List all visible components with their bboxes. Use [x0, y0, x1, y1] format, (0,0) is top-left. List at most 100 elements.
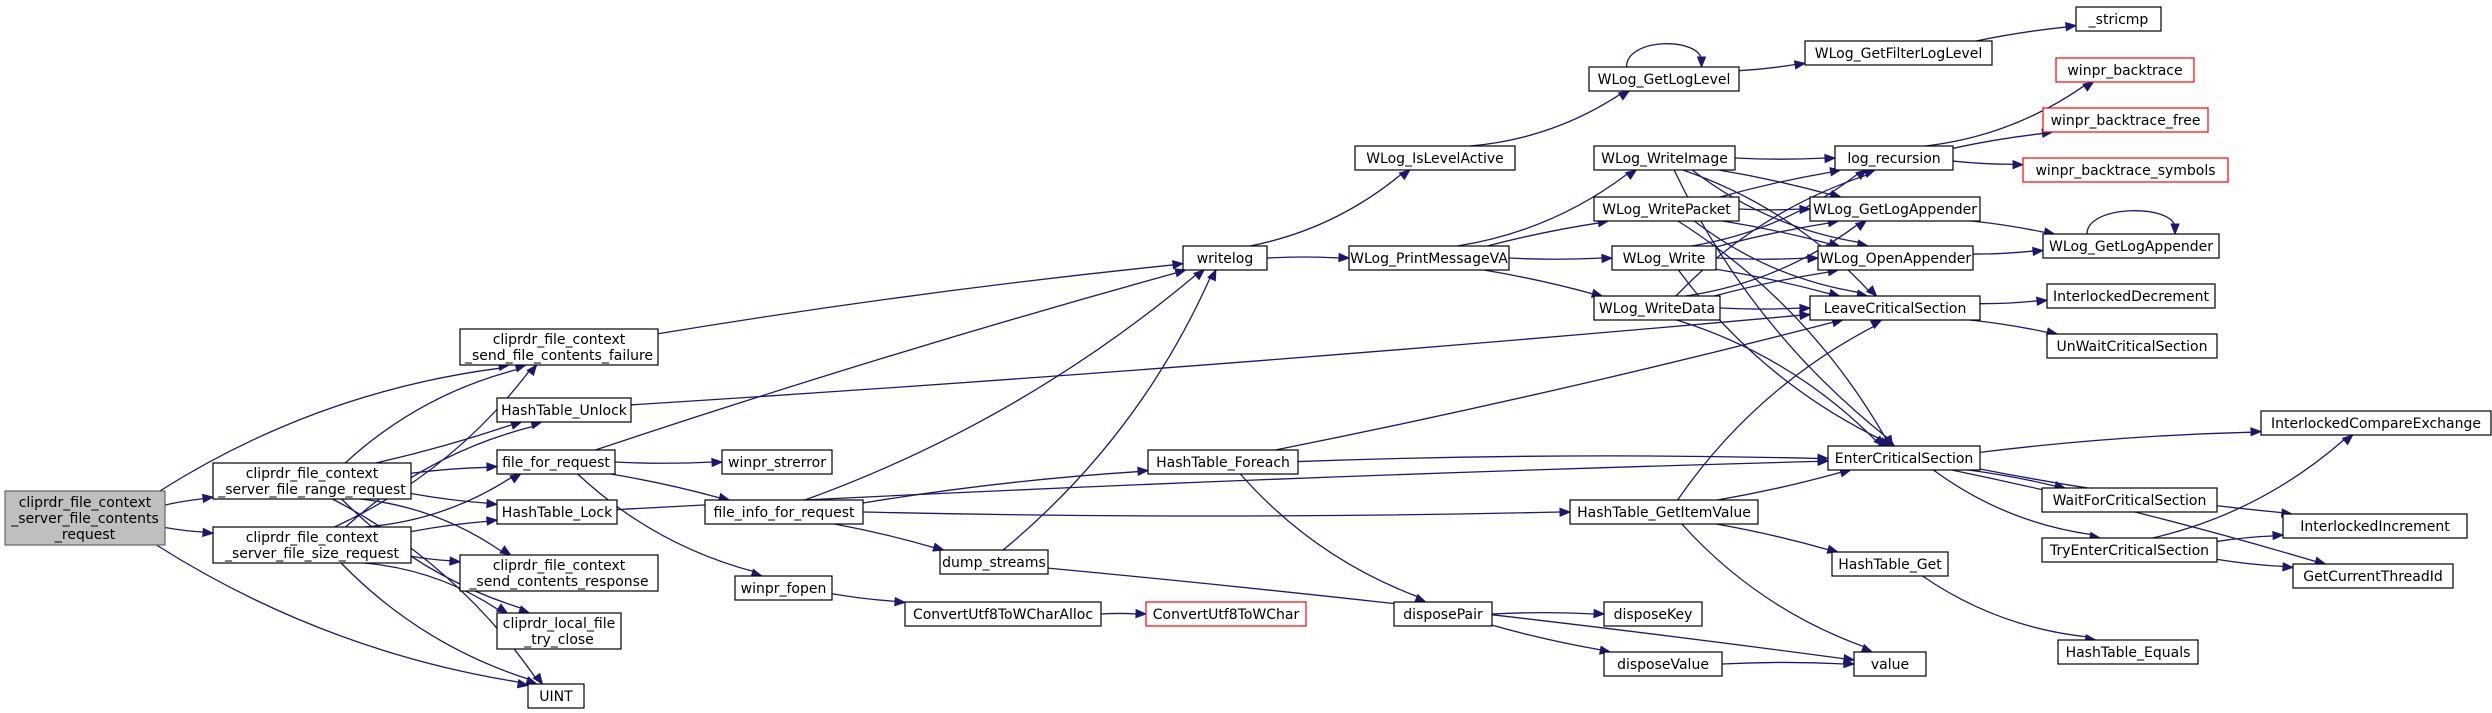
node-value[interactable]: value: [1853, 651, 1927, 677]
edge-wlog_write-to-log_recursion: [1691, 169, 1868, 247]
node-stricmp[interactable]: _stricmp: [2075, 6, 2162, 32]
node-label: _server_file_contents: [10, 511, 159, 527]
node-file-for-request[interactable]: file_for_request: [496, 449, 616, 475]
node-leave-cs[interactable]: LeaveCriticalSection: [1809, 295, 1981, 321]
node-wlog-isactive[interactable]: WLog_IsLevelActive: [1354, 145, 1516, 171]
node-label: WLog_OpenAppender: [1820, 251, 1972, 267]
node-get-thread-id[interactable]: GetCurrentThreadId: [2292, 563, 2454, 589]
edge-line: [1508, 257, 1604, 260]
node-label: HashTable_Unlock: [501, 403, 628, 419]
node-root[interactable]: cliprdr_file_context_server_file_content…: [4, 490, 166, 546]
node-interlocked-inc[interactable]: InterlockedIncrement: [2282, 513, 2468, 539]
edge-arrowhead: [1799, 310, 1812, 321]
node-bt[interactable]: winpr_backtrace: [2055, 57, 2195, 83]
edge-line: [1922, 575, 2088, 638]
node-dispose-pair[interactable]: disposePair: [1393, 601, 1493, 627]
node-wlog-writeimage[interactable]: WLog_WriteImage: [1593, 145, 1736, 171]
node-send-failure[interactable]: cliprdr_file_context_send_file_contents_…: [459, 328, 659, 366]
node-dispose-key[interactable]: disposeKey: [1603, 601, 1703, 627]
node-file-info-for-request[interactable]: file_info_for_request: [704, 499, 864, 525]
node-writelog[interactable]: writelog: [1182, 245, 1268, 271]
edge-leave_cs-to-interlocked_dec: [1979, 296, 2049, 306]
edge-line: [159, 367, 501, 492]
node-label: cliprdr_local_file: [503, 616, 615, 632]
edge-line: [630, 314, 1802, 406]
node-label: WLog_GetLogAppender: [1813, 202, 1977, 218]
node-local-try-close[interactable]: cliprdr_local_file_try_close: [496, 612, 622, 650]
edge-line: [1691, 173, 1859, 247]
node-uint[interactable]: UINT: [527, 683, 585, 709]
node-wlog-write[interactable]: WLog_Write: [1611, 245, 1717, 271]
node-wlog-printva[interactable]: WLog_PrintMessageVA: [1348, 245, 1510, 271]
node-enter-cs[interactable]: EnterCriticalSection: [1827, 445, 1981, 471]
node-box: [2041, 537, 2218, 563]
node-ht-getitem[interactable]: HashTable_GetItemValue: [1569, 499, 1759, 525]
node-bt-symbols[interactable]: winpr_backtrace_symbols: [2022, 157, 2229, 183]
node-unwait-cs[interactable]: UnWaitCriticalSection: [2046, 333, 2218, 359]
edge-wlog_writedata-to-leave_cs: [1719, 303, 1812, 314]
edge-arrowhead: [486, 498, 499, 509]
edge-file_info_for_request-to-ht_getitem: [862, 507, 1572, 517]
node-label: cliprdr_file_context: [246, 466, 379, 482]
node-wait-cs[interactable]: WaitForCriticalSection: [2041, 487, 2218, 513]
edge-line: [1719, 171, 1832, 198]
node-wlog-getlevel[interactable]: WLog_GetLogLevel: [1588, 66, 1740, 92]
edge-ht_getitem-to-leave_cs: [1677, 319, 1883, 501]
node-wlog-getfilter[interactable]: WLog_GetFilterLogLevel: [1804, 40, 1993, 66]
edge-line: [1491, 624, 1602, 651]
node-box: [212, 462, 412, 500]
node-cu8alloc[interactable]: ConvertUtf8ToWCharAlloc: [904, 601, 1102, 627]
node-wlog-openappender[interactable]: WLog_OpenAppender: [1817, 245, 1974, 271]
node-box: [1834, 145, 1954, 171]
node-wlog-getlogappender1[interactable]: WLog_GetLogAppender: [1809, 196, 1981, 222]
node-ht-equals[interactable]: HashTable_Equals: [2057, 639, 2199, 665]
edge-ht_unlock-to-leave_cs: [630, 310, 1812, 406]
node-box: [1593, 196, 1740, 222]
edge-wlog_writeimage-to-log_recursion: [1734, 153, 1837, 164]
node-winpr-strerror[interactable]: winpr_strerror: [721, 449, 833, 475]
node-label: value: [1871, 657, 1909, 673]
node-box: [1804, 40, 1993, 66]
edge-line: [610, 473, 721, 499]
node-winpr-fopen[interactable]: winpr_fopen: [734, 575, 833, 601]
node-wlog-getlogappender2[interactable]: WLog_GetLogAppender: [2042, 233, 2220, 259]
node-bt-free[interactable]: winpr_backtrace_free: [2042, 107, 2209, 133]
node-send-response[interactable]: cliprdr_file_context_send_contents_respo…: [459, 554, 659, 592]
edge-arrowhead: [1207, 268, 1217, 282]
edge-line: [344, 368, 519, 464]
node-box: [496, 449, 616, 475]
edge-line: [156, 544, 520, 683]
node-dispose-value[interactable]: disposeValue: [1603, 651, 1723, 677]
edge-wlog_writepacket-to-enter_cs: [1677, 220, 1894, 448]
edge-arrowhead: [1865, 285, 1878, 297]
node-box: [1809, 295, 1981, 321]
edge-line: [1925, 84, 2086, 147]
node-ht-foreach[interactable]: HashTable_Foreach: [1147, 449, 1299, 475]
edge-line: [410, 466, 489, 474]
edge-arrowhead: [526, 363, 538, 377]
node-cu8[interactable]: ConvertUtf8ToWChar: [1145, 601, 1307, 627]
node-size-req[interactable]: cliprdr_file_context_server_file_size_re…: [212, 526, 412, 564]
node-ht-get[interactable]: HashTable_Get: [1831, 551, 1949, 577]
node-wlog-writepacket[interactable]: WLog_WritePacket: [1593, 196, 1740, 222]
node-box: [1827, 445, 1981, 471]
edge-line: [410, 555, 452, 562]
edge-arrowhead: [2272, 530, 2285, 541]
node-wlog-writedata[interactable]: WLog_WriteData: [1593, 295, 1721, 321]
node-ht-unlock[interactable]: HashTable_Unlock: [496, 397, 632, 423]
edge-log_recursion-to-bt: [1925, 81, 2095, 147]
node-label: writelog: [1197, 251, 1254, 267]
node-box: [1147, 449, 1299, 475]
node-dump-streams[interactable]: dump_streams: [939, 549, 1049, 575]
edge-line: [834, 523, 936, 549]
node-try-enter-cs[interactable]: TryEnterCriticalSection: [2041, 537, 2218, 563]
node-log-recursion[interactable]: log_recursion: [1834, 145, 1954, 171]
edge-arrowhead: [495, 603, 509, 614]
edge-line: [1719, 307, 1802, 310]
node-box: [1593, 295, 1721, 321]
node-label: log_recursion: [1847, 151, 1940, 167]
node-ht-lock[interactable]: HashTable_Lock: [496, 499, 618, 525]
node-range-req[interactable]: cliprdr_file_context_server_file_range_r…: [212, 462, 412, 500]
node-interlocked-dec[interactable]: InterlockedDecrement: [2046, 283, 2216, 309]
node-interlocked-cmpx[interactable]: InterlockedCompareExchange: [2260, 410, 2492, 436]
